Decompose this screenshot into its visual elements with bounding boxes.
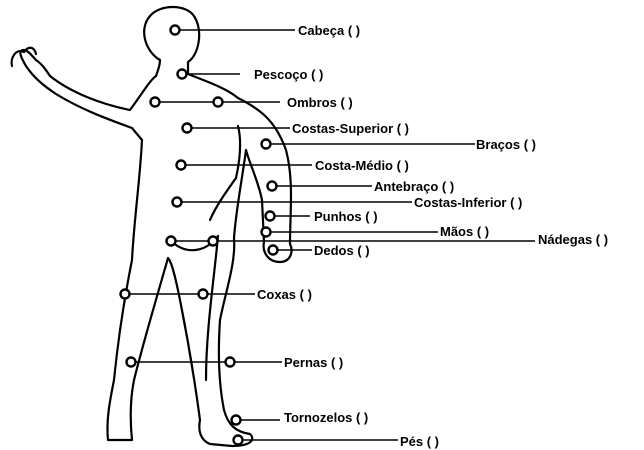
label-ombros: Ombros ( ) [287, 95, 353, 110]
marker-antebraco[interactable] [268, 182, 277, 191]
marker-pes[interactable] [234, 436, 243, 445]
body-silhouette [12, 7, 292, 446]
marker-pescoco[interactable] [178, 70, 187, 79]
marker-costas-inferior[interactable] [173, 198, 182, 207]
marker-tornozelos[interactable] [232, 416, 241, 425]
label-dedos: Dedos ( ) [314, 243, 370, 258]
point-markers [121, 26, 278, 445]
marker-ombro-direito[interactable] [214, 98, 223, 107]
marker-perna-esquerda[interactable] [127, 358, 136, 367]
label-pernas: Pernas ( ) [284, 355, 343, 370]
marker-costa-medio[interactable] [177, 161, 186, 170]
label-antebraco: Antebraço ( ) [374, 179, 454, 194]
label-punhos: Punhos ( ) [314, 209, 378, 224]
label-costa-medio: Costa-Médio ( ) [315, 158, 409, 173]
marker-coxa-direita[interactable] [199, 290, 208, 299]
label-costas-superior: Costas-Superior ( ) [292, 121, 409, 136]
label-coxas: Coxas ( ) [257, 287, 312, 302]
label-pescoco: Pescoço ( ) [254, 67, 323, 82]
label-nadegas: Nádegas ( ) [538, 232, 608, 247]
marker-nadega-esquerda[interactable] [167, 237, 176, 246]
body-part-labels: Cabeça ( ) Pescoço ( ) Ombros ( ) Costas… [254, 23, 608, 449]
marker-nadega-direita[interactable] [209, 237, 218, 246]
label-costas-inferior: Costas-Inferior ( ) [414, 195, 522, 210]
marker-ombro-esquerdo[interactable] [151, 98, 160, 107]
marker-punhos[interactable] [266, 212, 275, 221]
label-bracos: Braços ( ) [476, 137, 536, 152]
marker-cabeca[interactable] [171, 26, 180, 35]
marker-coxa-esquerda[interactable] [121, 290, 130, 299]
marker-dedos[interactable] [269, 246, 278, 255]
label-maos: Mãos ( ) [440, 224, 489, 239]
marker-perna-direita[interactable] [226, 358, 235, 367]
label-tornozelos: Tornozelos ( ) [284, 410, 368, 425]
marker-costas-superior[interactable] [183, 124, 192, 133]
marker-bracos[interactable] [262, 140, 271, 149]
label-cabeca: Cabeça ( ) [298, 23, 360, 38]
label-pes: Pés ( ) [400, 434, 439, 449]
marker-maos[interactable] [262, 228, 271, 237]
